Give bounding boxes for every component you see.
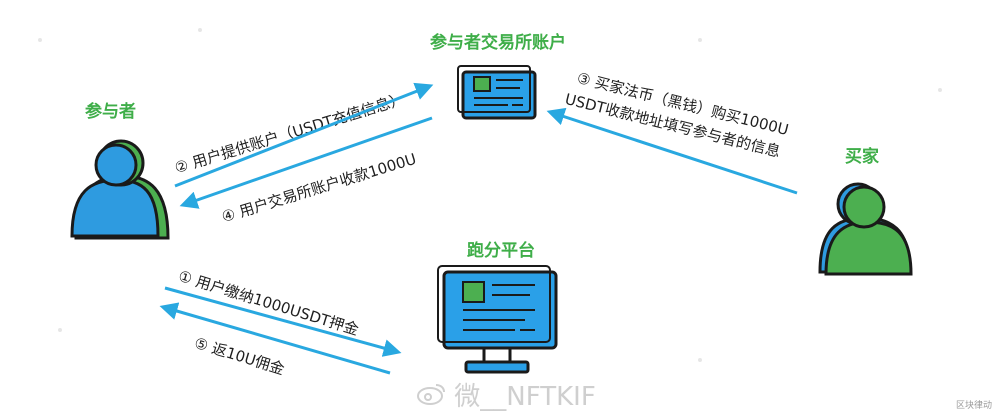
arrow-step-3: [546, 107, 798, 195]
buyer-person-icon: [818, 182, 913, 276]
label-buyer: 买家: [845, 147, 879, 167]
arrow-step-2: [174, 82, 434, 188]
watermark: 微__NFTKIF: [416, 376, 596, 413]
weibo-icon: [416, 382, 446, 413]
platform-monitor-icon: [437, 265, 558, 374]
arrow-step-1: [164, 286, 402, 357]
label-participant: 参与者: [85, 102, 136, 122]
arrow-step-5: [159, 302, 391, 375]
exchange-account-card-icon: [457, 65, 537, 120]
participant-person-icon: [70, 139, 170, 240]
arrow-step-4: [179, 116, 433, 209]
label-platform: 跑分平台: [467, 241, 535, 261]
watermark-text: 微__NFTKIF: [454, 382, 596, 412]
label-exchange-account: 参与者交易所账户: [430, 33, 566, 53]
corner-watermark: 区块律动: [956, 401, 993, 411]
background-dots: [38, 28, 942, 362]
